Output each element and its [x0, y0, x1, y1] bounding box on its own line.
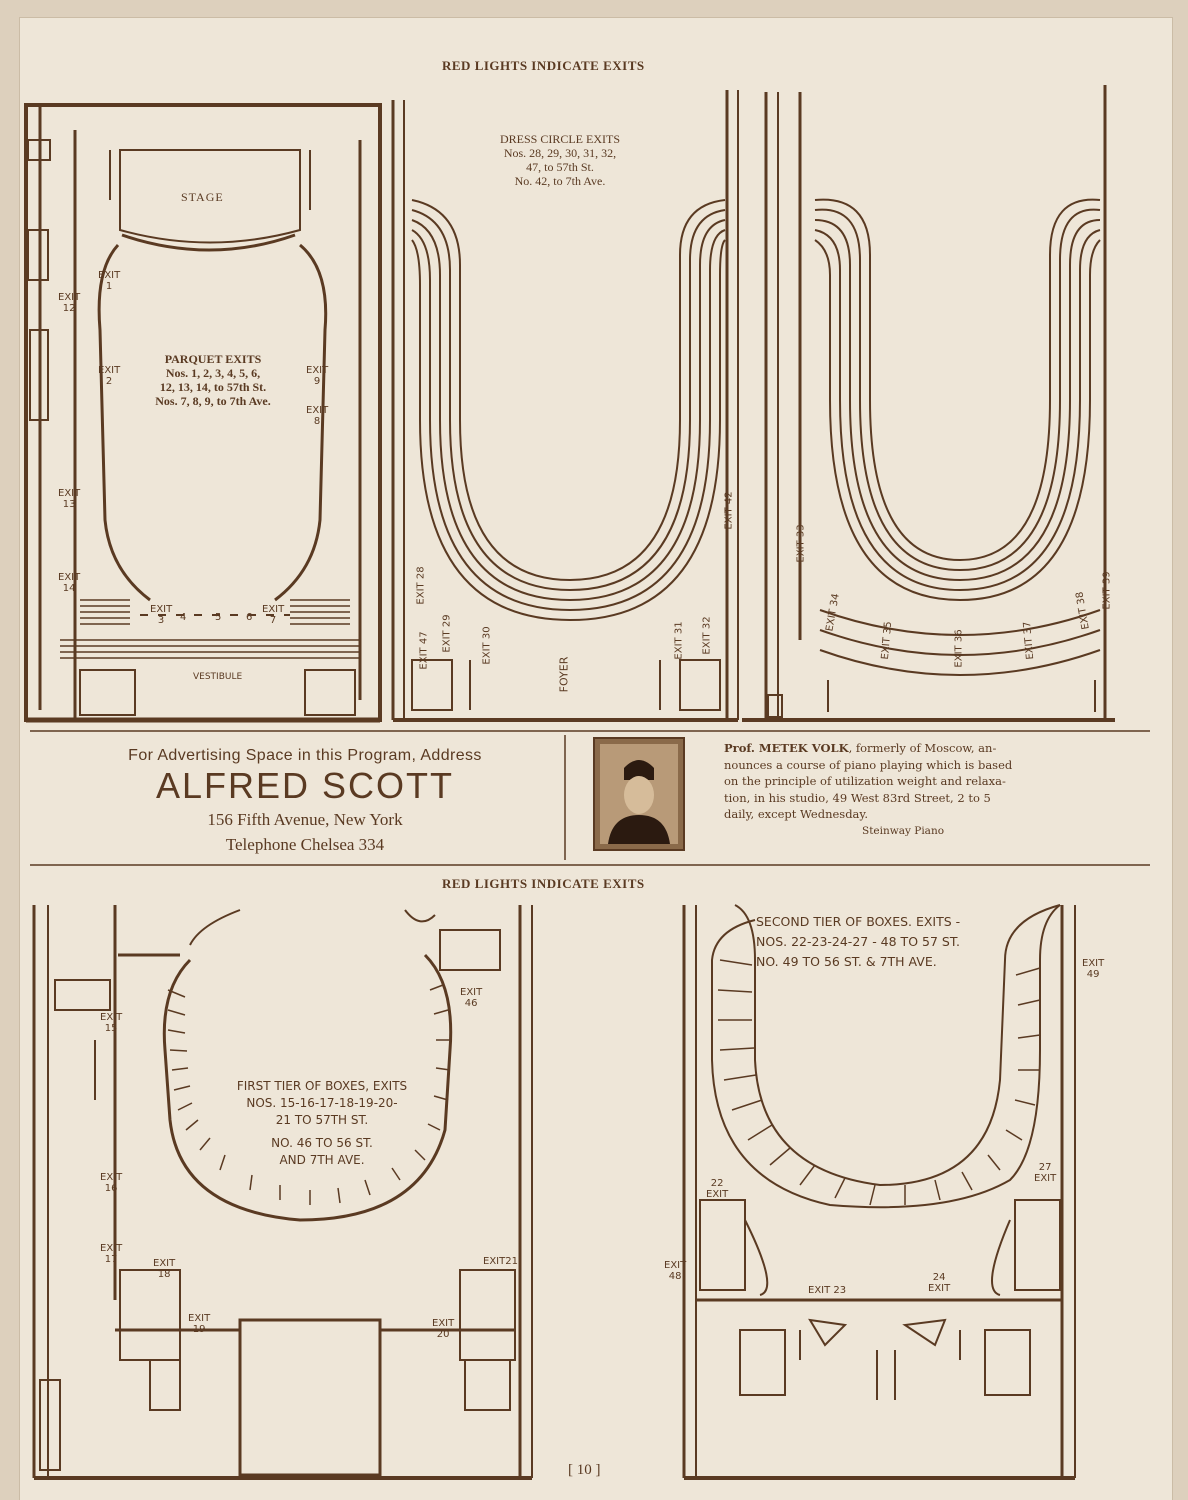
advert-name: ALFRED SCOTT — [155, 765, 455, 806]
volk-notice: Prof. METEK VOLK, formerly of Moscow, an… — [724, 740, 1134, 839]
first-tier-text: FIRST TIER OF BOXES, EXITS NOS. 15-16-17… — [236, 1079, 408, 1167]
balcony-plan — [742, 85, 1115, 722]
parquet-line1: Nos. 1, 2, 3, 4, 5, 6, — [165, 366, 261, 380]
mid-header: RED LIGHTS INDICATE EXITS — [442, 876, 645, 891]
advert-line: For Advertising Space in this Program, A… — [128, 747, 482, 764]
exit-47-label: EXIT 47 — [418, 631, 430, 670]
parquet-line3: Nos. 7, 8, 9, to 7th Ave. — [155, 394, 271, 408]
dress-circle-line3: No. 42, to 7th Ave. — [514, 174, 606, 188]
parquet-exits-text: PARQUET EXITS Nos. 1, 2, 3, 4, 5, 6, 12,… — [118, 352, 308, 408]
exit-6-label: 6 — [246, 612, 253, 623]
exit-23-label: EXIT 23 — [808, 1285, 847, 1296]
exit-32-label: EXIT 32 — [701, 616, 713, 655]
exit-42-label: EXIT 42 — [723, 491, 735, 530]
exit-4-label: 4 — [180, 612, 187, 623]
exit-33-label: EXIT 33 — [795, 524, 807, 563]
exit-36-label: EXIT 36 — [953, 629, 965, 668]
second-tier-text: SECOND TIER OF BOXES. EXITS - NOS. 22-23… — [756, 914, 961, 969]
parquet-plan — [24, 103, 382, 723]
second-tier-plan — [682, 904, 1076, 1480]
exit-5-label: 5 — [215, 612, 222, 623]
volk-name: METEK VOLK — [758, 741, 849, 755]
portrait-photo — [593, 737, 685, 851]
steinway-line: Steinway Piano — [862, 824, 945, 837]
exit-30-label: EXIT 30 — [481, 626, 493, 665]
exit-21-label: EXIT21 — [483, 1256, 518, 1267]
exit-39-label: EXIT 39 — [1101, 571, 1113, 610]
top-header: RED LIGHTS INDICATE EXITS — [442, 58, 645, 73]
parquet-title: PARQUET EXITS — [164, 352, 262, 366]
dress-circle-title: DRESS CIRCLE EXITS — [499, 132, 620, 146]
advert-address: 156 Fifth Avenue, New York — [207, 810, 403, 829]
first-tier-plan — [32, 905, 533, 1480]
exit-29-label: EXIT 29 — [441, 614, 453, 653]
parquet-line2: 12, 13, 14, to 57th St. — [159, 380, 267, 394]
page-number: [ 10 ] — [568, 1462, 601, 1478]
advert-phone: Telephone Chelsea 334 — [225, 835, 385, 854]
dress-circle-plan — [391, 90, 739, 722]
foyer-label: FOYER — [557, 656, 571, 693]
exit-31-label: EXIT 31 — [673, 621, 685, 660]
dress-circle-line1: Nos. 28, 29, 30, 31, 32, — [503, 146, 617, 160]
dress-circle-exits-text: DRESS CIRCLE EXITS Nos. 28, 29, 30, 31, … — [470, 132, 650, 188]
vestibule-label: VESTIBULE — [193, 672, 243, 682]
dress-circle-line2: 47, to 57th St. — [526, 160, 594, 174]
exit-28-label: EXIT 28 — [415, 566, 427, 605]
advertising-block: For Advertising Space in this Program, A… — [70, 747, 540, 857]
stage-label: STAGE — [181, 190, 224, 204]
